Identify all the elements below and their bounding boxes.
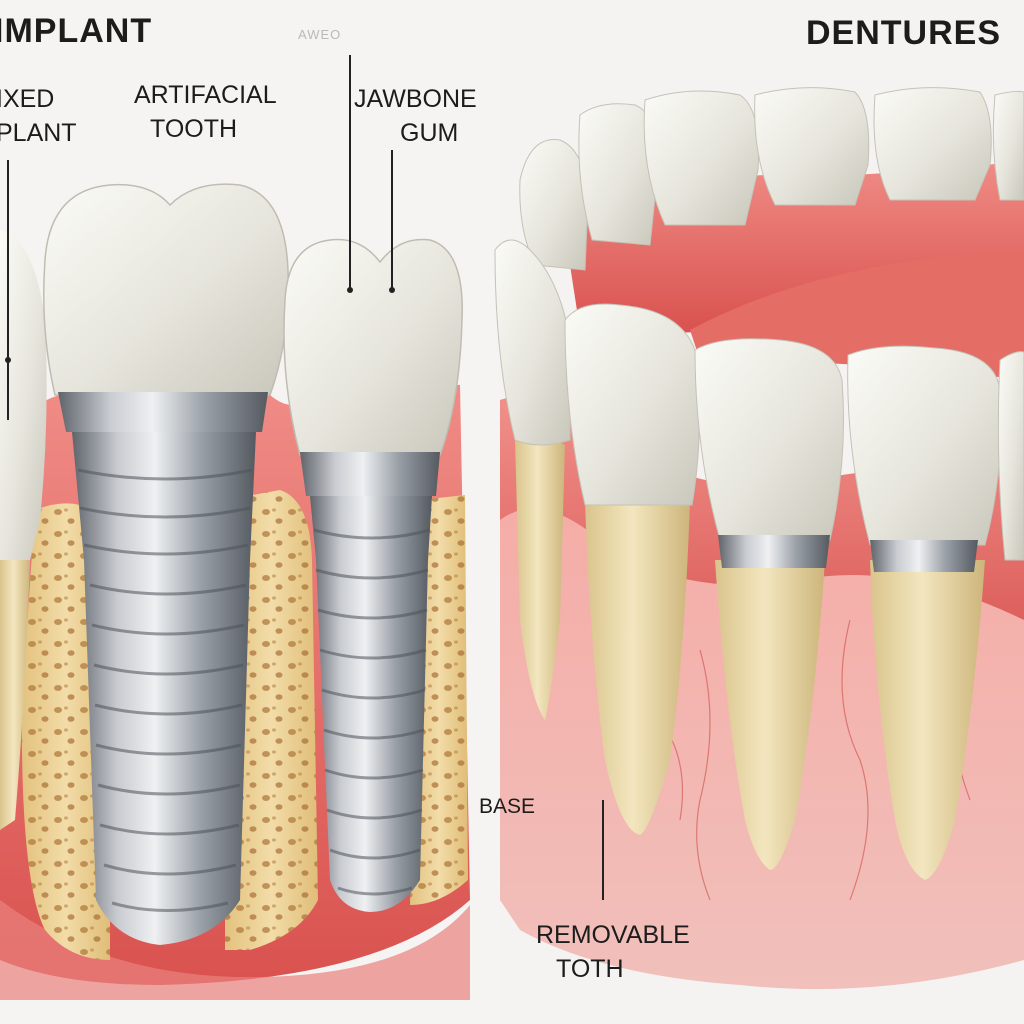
implant-collar-2 — [300, 452, 440, 496]
implant-crown-2 — [283, 238, 463, 456]
label-faint-text: AWEO — [298, 27, 342, 42]
panel-divider — [470, 0, 500, 1024]
dentures-panel — [494, 0, 1024, 1024]
lower-crown-1 — [494, 239, 571, 446]
lower-crown-4 — [847, 345, 1002, 546]
implant-crown-1 — [43, 183, 289, 396]
implant-collar-1 — [58, 392, 268, 432]
lower-crown-5 — [997, 351, 1024, 561]
implant-panel — [0, 0, 470, 1024]
implant-screw-1 — [72, 432, 256, 945]
lower-root-3 — [715, 560, 825, 870]
neighbor-tooth-root — [0, 560, 30, 830]
lower-crown-2 — [564, 303, 700, 506]
upper-tooth-4 — [754, 87, 870, 206]
leader-dot-fixed-implant — [5, 357, 11, 363]
gum-lower — [0, 900, 470, 1000]
label-gum: GUM — [400, 119, 459, 147]
upper-tooth-6 — [992, 90, 1024, 201]
lower-root-1 — [515, 436, 565, 720]
label-removable-tooth-line2: TOTH — [556, 955, 624, 983]
label-fixed-implant-line2: PLANT — [0, 119, 77, 147]
implant-threads-2 — [313, 528, 431, 896]
implant-screw-2 — [310, 496, 432, 912]
label-jawbone: JAWBONE — [354, 85, 477, 113]
implant-title: IMPLANT — [0, 12, 153, 50]
upper-tooth-3 — [643, 90, 760, 226]
dentures-title: DENTURES — [806, 14, 1002, 52]
lower-crown-3 — [694, 338, 844, 541]
upper-teeth-row — [519, 87, 1024, 271]
denture-clasp-1 — [718, 535, 830, 568]
label-base: BASE — [479, 795, 536, 818]
implant-threads-1 — [77, 468, 253, 912]
label-artificial-tooth-line2: TOOTH — [150, 115, 238, 143]
neighbor-tooth-crown — [0, 230, 47, 560]
label-removable-tooth-line1: REMOVABLE — [536, 921, 690, 949]
leader-dot-jawbone — [347, 287, 353, 293]
leader-dot-gum — [389, 287, 395, 293]
denture-clasp-2 — [870, 540, 978, 572]
lower-root-2 — [585, 500, 690, 835]
lower-root-4 — [870, 560, 985, 880]
label-fixed-implant-line1: IXED — [0, 85, 55, 113]
upper-tooth-5 — [873, 87, 992, 201]
label-artificial-tooth-line1: ARTIFACIAL — [134, 81, 277, 109]
